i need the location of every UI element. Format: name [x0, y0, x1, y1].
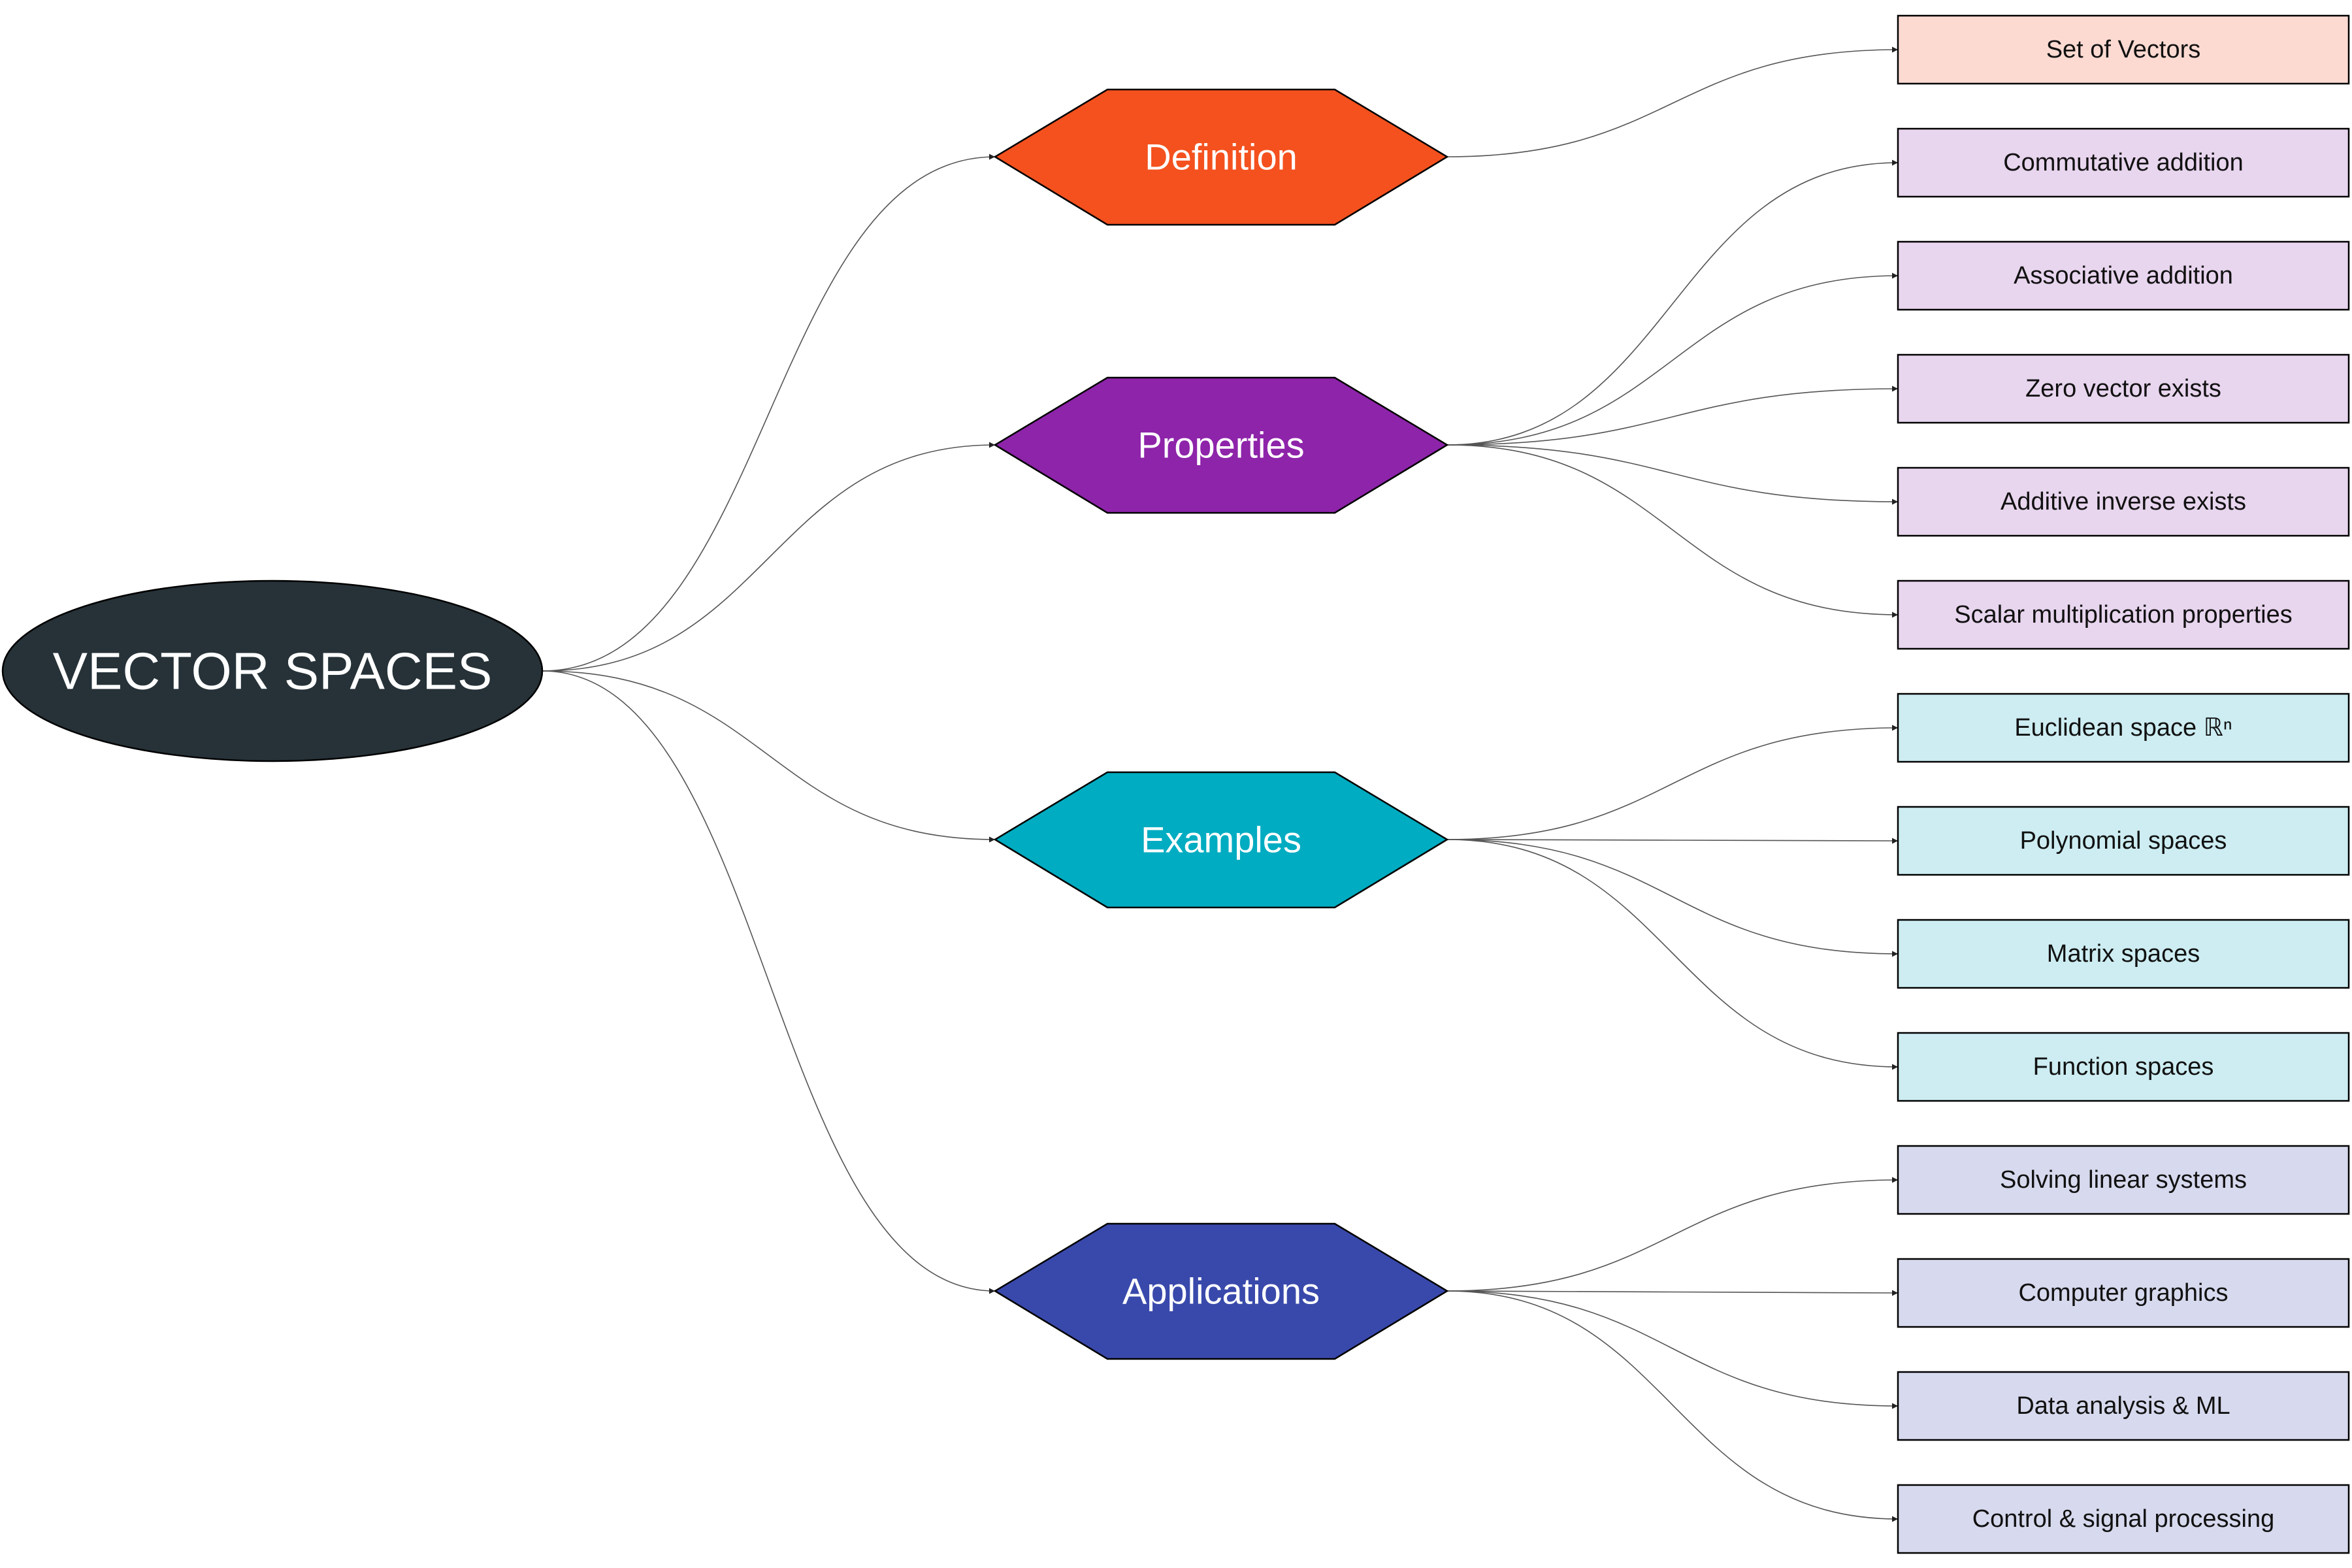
- edge-root-to-properties: [542, 442, 996, 672]
- leaf-label: Matrix spaces: [2047, 940, 2200, 968]
- edge-examples-to-leaf: [1446, 839, 1899, 957]
- leaf-node: Euclidean space ℝⁿ: [1897, 693, 2350, 763]
- leaf-label: Polynomial spaces: [2020, 827, 2227, 855]
- leaf-box: [1897, 14, 2350, 85]
- edge-applications-to-leaf: [1446, 1177, 1899, 1292]
- leaf-box: [1897, 693, 2350, 763]
- leaf-label: Zero vector exists: [2025, 375, 2221, 402]
- leaf-box: [1897, 1371, 2350, 1441]
- leaf-node: Scalar multiplication properties: [1897, 580, 2350, 650]
- leaf-node: Set of Vectors: [1897, 14, 2350, 85]
- leaf-label: Additive inverse exists: [2001, 488, 2246, 515]
- edge-examples-to-leaf: [1446, 725, 1899, 840]
- leaf-label: Control & signal processing: [1972, 1505, 2275, 1533]
- branch-node-applications: Applications: [993, 1222, 1449, 1360]
- leaf-box: [1897, 1484, 2350, 1554]
- branch-label: Examples: [1141, 819, 1301, 860]
- leaf-label: Computer graphics: [2018, 1279, 2228, 1307]
- edge-root-to-definition: [542, 154, 996, 672]
- edge-examples-to-leaf: [1446, 839, 1899, 1070]
- branch-node-properties: Properties: [993, 376, 1449, 514]
- leaf-label: Data analysis & ML: [2016, 1392, 2230, 1420]
- branch-label: Applications: [1122, 1271, 1320, 1312]
- root-label: VECTOR SPACES: [53, 642, 493, 700]
- edge-properties-to-leaf: [1446, 159, 1899, 446]
- leaf-label: Scalar multiplication properties: [1954, 601, 2292, 629]
- leaf-node: Solving linear systems: [1897, 1145, 2350, 1215]
- leaf-box: [1897, 240, 2350, 311]
- leaf-box: [1897, 919, 2350, 989]
- edge-applications-to-leaf: [1446, 1290, 1899, 1296]
- edge-applications-to-leaf: [1446, 1290, 1899, 1409]
- branch-label: Properties: [1137, 425, 1304, 466]
- leaf-node: Matrix spaces: [1897, 919, 2350, 989]
- leaf-box: [1897, 1258, 2350, 1328]
- branch-node-examples: Examples: [993, 771, 1449, 909]
- edge-definition-to-leaf: [1446, 46, 1899, 157]
- leaf-label: Set of Vectors: [2046, 36, 2201, 63]
- leaf-label: Euclidean space ℝⁿ: [2014, 714, 2232, 742]
- leaf-node: Polynomial spaces: [1897, 806, 2350, 876]
- leaf-box: [1897, 806, 2350, 876]
- leaf-box: [1897, 353, 2350, 424]
- leaf-box: [1897, 466, 2350, 537]
- branch-hexagon: [993, 376, 1449, 514]
- leaf-label: Commutative addition: [2003, 149, 2244, 176]
- edge-examples-to-leaf: [1446, 838, 1899, 844]
- edge-properties-to-leaf: [1446, 385, 1899, 446]
- edge-properties-to-leaf: [1446, 444, 1899, 505]
- leaf-node: Computer graphics: [1897, 1258, 2350, 1328]
- leaf-node: Commutative addition: [1897, 127, 2350, 198]
- leaf-node: Function spaces: [1897, 1032, 2350, 1102]
- branch-hexagon: [993, 1222, 1449, 1360]
- leaf-node: Associative addition: [1897, 240, 2350, 311]
- edges-layer: [542, 46, 1899, 1522]
- branch-hexagon: [993, 771, 1449, 909]
- branch-hexagon: [993, 88, 1449, 226]
- edge-applications-to-leaf: [1446, 1290, 1899, 1522]
- leaf-box: [1897, 580, 2350, 650]
- leaf-label: Function spaces: [2033, 1053, 2214, 1081]
- edge-properties-to-leaf: [1446, 272, 1899, 446]
- leaf-label: Solving linear systems: [2000, 1166, 2247, 1194]
- edge-root-to-applications: [542, 670, 996, 1294]
- root-node: VECTOR SPACES: [1, 580, 544, 762]
- branch-label: Definition: [1145, 137, 1297, 178]
- leaf-node: Additive inverse exists: [1897, 466, 2350, 537]
- leaf-node: Control & signal processing: [1897, 1484, 2350, 1554]
- leaf-node: Data analysis & ML: [1897, 1371, 2350, 1441]
- leaf-label: Associative addition: [2014, 262, 2233, 289]
- leaf-box: [1897, 1032, 2350, 1102]
- branch-node-definition: Definition: [993, 88, 1449, 226]
- edge-properties-to-leaf: [1446, 444, 1899, 618]
- edge-root-to-examples: [542, 670, 996, 843]
- root-ellipse: [1, 580, 544, 762]
- leaf-box: [1897, 127, 2350, 198]
- leaf-box: [1897, 1145, 2350, 1215]
- leaf-node: Zero vector exists: [1897, 353, 2350, 424]
